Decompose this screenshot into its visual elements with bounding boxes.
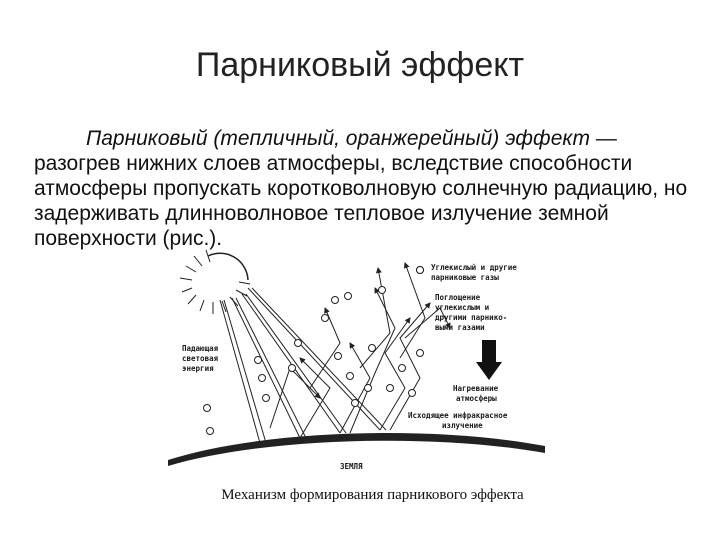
absorption-label-4: выми газами [435, 323, 485, 332]
incoming-label-3: энергия [182, 364, 214, 373]
heating-label: Нагревание [453, 384, 499, 393]
greenhouse-diagram: Углекислый и другие парниковые газы Погл… [168, 249, 545, 471]
absorption-label-2: углекислым и [435, 303, 489, 312]
absorption-label: Поглощение [435, 293, 481, 302]
incoming-label-2: световая [182, 354, 219, 363]
term-text: Парниковый (тепличный, оранжерейный) эфф… [86, 127, 591, 150]
heating-arrow-icon [476, 340, 502, 380]
earth-label: ЗЕМЛЯ [340, 462, 363, 471]
gases-label: Углекислый и другие [431, 263, 517, 272]
dash-text: — [590, 127, 617, 150]
absorption-label-3: другими парнико- [435, 313, 507, 322]
infrared-label-2: излучение [442, 421, 483, 430]
incoming-label: Падающая [182, 344, 219, 353]
definition-paragraph: Парниковый (тепличный, оранжерейный) эфф… [34, 126, 694, 251]
incoming-rays [219, 287, 387, 444]
earth-surface [168, 433, 545, 466]
legend-molecule-icon [416, 266, 424, 274]
sun-icon [179, 249, 251, 314]
figure-caption: Механизм формирования парникового эффект… [221, 487, 524, 503]
gases-label-2: парниковые газы [431, 273, 499, 282]
heating-label-2: атмосферы [456, 394, 497, 403]
definition-text: разогрев нижних слоев атмосферы, вследст… [34, 152, 688, 250]
page-title: Парниковый эффект [195, 46, 525, 84]
gas-molecules [203, 266, 424, 435]
infrared-label: Исходящее инфракрасное [408, 411, 508, 420]
